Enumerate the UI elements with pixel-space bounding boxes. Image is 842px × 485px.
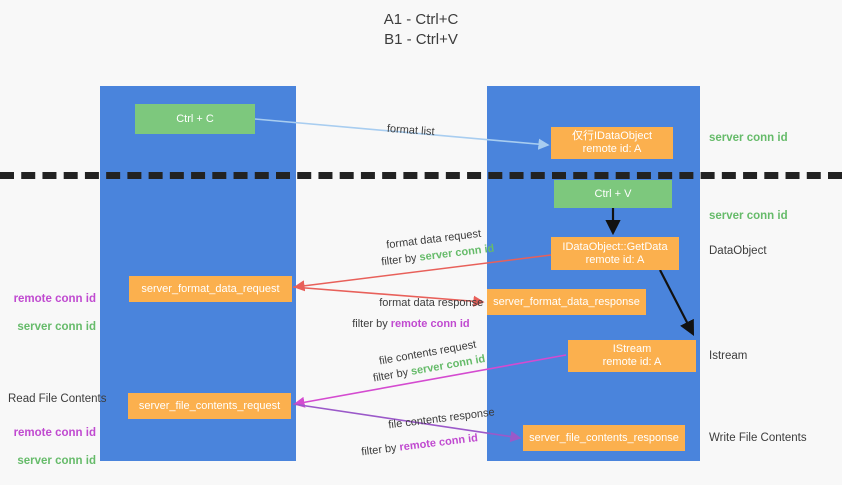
filter-prefix: filter by bbox=[372, 366, 413, 385]
label-server-conn-id-mid: server conn id bbox=[709, 210, 788, 222]
node-server-file-contents-request[interactable]: server_file_contents_request bbox=[128, 393, 291, 419]
node-server-format-data-response[interactable]: server_format_data_response bbox=[487, 289, 646, 315]
label-conn-ids-file: remote conn id server conn id bbox=[0, 412, 96, 482]
label-remote-conn-id-2: remote conn id bbox=[13, 427, 96, 439]
label-write-file-contents: Write File Contents bbox=[709, 432, 807, 444]
divider-dashed-line bbox=[0, 172, 842, 179]
label-server-conn-id-2: server conn id bbox=[17, 455, 96, 467]
node-ctrl-c[interactable]: Ctrl + C bbox=[135, 104, 255, 134]
arrow-label-format-list-text: format list bbox=[386, 122, 435, 139]
arrow-label-file-contents-response-filter: filter by remote conn id bbox=[347, 420, 480, 472]
arrow-label-format-data-response: format data response bbox=[367, 285, 483, 321]
filter-value-remote-conn-id: remote conn id bbox=[398, 432, 479, 454]
arrow-label-format-data-response-text: format data response bbox=[379, 297, 484, 309]
page-title: A1 - Ctrl+C B1 - Ctrl+V bbox=[383, 11, 459, 48]
node-idataobject-create[interactable]: 仅行IDataObject remote id: A bbox=[551, 127, 673, 159]
label-server-conn-id-1: server conn id bbox=[17, 321, 96, 333]
label-dataobject: DataObject bbox=[709, 245, 767, 257]
filter-prefix: filter by bbox=[360, 441, 401, 459]
arrow-label-format-list: format list bbox=[373, 110, 435, 150]
filter-value-remote-conn-id: remote conn id bbox=[390, 318, 470, 330]
arrow-label-format-data-response-filter: filter by remote conn id bbox=[340, 306, 470, 342]
label-istream: Istream bbox=[709, 350, 748, 362]
node-idataobject-getdata[interactable]: IDataObject::GetData remote id: A bbox=[551, 237, 679, 270]
filter-prefix: filter by bbox=[380, 251, 421, 269]
node-istream[interactable]: IStream remote id: A bbox=[568, 340, 696, 372]
label-conn-ids-format: remote conn id server conn id bbox=[0, 278, 96, 348]
node-server-format-data-request[interactable]: server_format_data_request bbox=[129, 276, 292, 302]
node-ctrl-v[interactable]: Ctrl + V bbox=[554, 180, 672, 208]
filter-value-server-conn-id: server conn id bbox=[410, 352, 487, 378]
label-remote-conn-id-1: remote conn id bbox=[13, 293, 96, 305]
label-read-file-contents: Read File Contents bbox=[8, 393, 107, 405]
filter-value-server-conn-id: server conn id bbox=[418, 242, 495, 264]
label-server-conn-id-top: server conn id bbox=[709, 132, 788, 144]
node-server-file-contents-response[interactable]: server_file_contents_response bbox=[523, 425, 685, 451]
filter-prefix: filter by bbox=[352, 318, 391, 330]
